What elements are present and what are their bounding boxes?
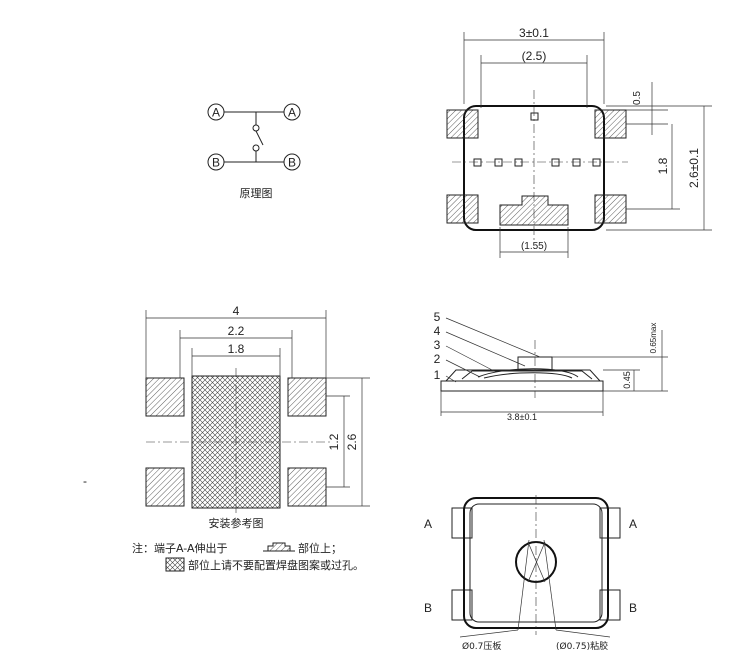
dim-footprint-inner: 1.8 [228, 342, 245, 356]
side-label-1: 1 [434, 368, 441, 382]
schematic-pin-a-right: A [288, 106, 296, 120]
footprint-note-line1-a: 注：端子A-A伸出于 [132, 541, 228, 555]
top-pad-top-left [446, 109, 479, 139]
schematic-pin-a-left: A [212, 106, 220, 120]
dim-top-pad: 0.5 [632, 91, 643, 105]
dim-footprint-total: 4 [233, 304, 240, 318]
dim-side-body: 0.45 [622, 371, 632, 389]
bottom-pin-a-right: A [629, 517, 637, 531]
side-label-2: 2 [434, 352, 441, 366]
schematic-pin-b-right: B [288, 156, 296, 170]
footprint-pad-top-right [287, 377, 327, 417]
schematic-diagram: A A B B 原理图 [207, 103, 301, 200]
dim-side-length: 3.8±0.1 [507, 412, 537, 422]
dim-top-pitch: 1.8 [656, 157, 670, 174]
top-pad-top-right [594, 109, 627, 139]
note-keepout-symbol [165, 557, 185, 572]
side-view: 5 4 3 2 1 0.65max 0.45 3.8±0.1 [434, 310, 668, 422]
bottom-terminal-bottom-left [451, 589, 473, 621]
bottom-leader-adhesive: (Ø0.75)粘胶 [556, 640, 608, 652]
note-terminal-symbol [263, 542, 295, 552]
footprint-note-line1-b: 部位上； [298, 541, 342, 555]
dim-top-center-pad: (1.55) [521, 241, 547, 252]
bottom-pin-b-left: B [424, 601, 432, 615]
dim-top-width: 3±0.1 [519, 26, 549, 40]
schematic-caption: 原理图 [240, 187, 273, 200]
stray-mark: - [83, 474, 87, 488]
footprint-caption: 安装参考图 [209, 516, 264, 530]
pin-b-right-circle [283, 153, 301, 171]
side-base [440, 380, 604, 392]
footprint-note-line2: 部位上请不要配置焊盘图案或过孔。 [188, 558, 364, 572]
footprint-pad-top-left [145, 377, 185, 417]
bottom-terminal-top-left [451, 507, 473, 539]
side-label-4: 4 [434, 324, 441, 338]
bottom-pin-a-left: A [424, 517, 432, 531]
footprint-view: 4 2.2 1.8 1.2 2.6 安装参考图 注：端子A-A伸出于 部位上； … [132, 304, 370, 572]
dim-footprint-height: 2.6 [345, 433, 359, 450]
dim-footprint-mid: 2.2 [228, 324, 245, 338]
dim-top-inner: (2.5) [522, 49, 547, 63]
dim-top-height: 2.6±0.1 [687, 148, 701, 188]
schematic-pin-b-left: B [212, 156, 220, 170]
bottom-terminal-bottom-right [599, 589, 621, 621]
bottom-view: A A B B Ø0.7压板 (Ø0.75)粘胶 [424, 495, 637, 652]
switch-contact [255, 130, 264, 146]
dim-side-height: 0.65max [649, 323, 658, 354]
side-label-5: 5 [434, 310, 441, 324]
footprint-pad-bottom-left [145, 467, 185, 507]
bottom-terminal-top-right [599, 507, 621, 539]
top-pad-bottom-right [594, 194, 627, 224]
dim-footprint-pitch: 1.2 [327, 433, 341, 450]
top-pad-bottom-left [446, 194, 479, 224]
top-view: 3±0.1 (2.5) 0.5 1.8 2.6±0.1 (1.55) [446, 26, 712, 258]
pin-b-left-circle [207, 153, 225, 171]
side-label-3: 3 [434, 338, 441, 352]
footprint-pad-bottom-right [287, 467, 327, 507]
bottom-pin-b-right: B [629, 601, 637, 615]
bottom-leader-press-plate: Ø0.7压板 [462, 640, 501, 652]
